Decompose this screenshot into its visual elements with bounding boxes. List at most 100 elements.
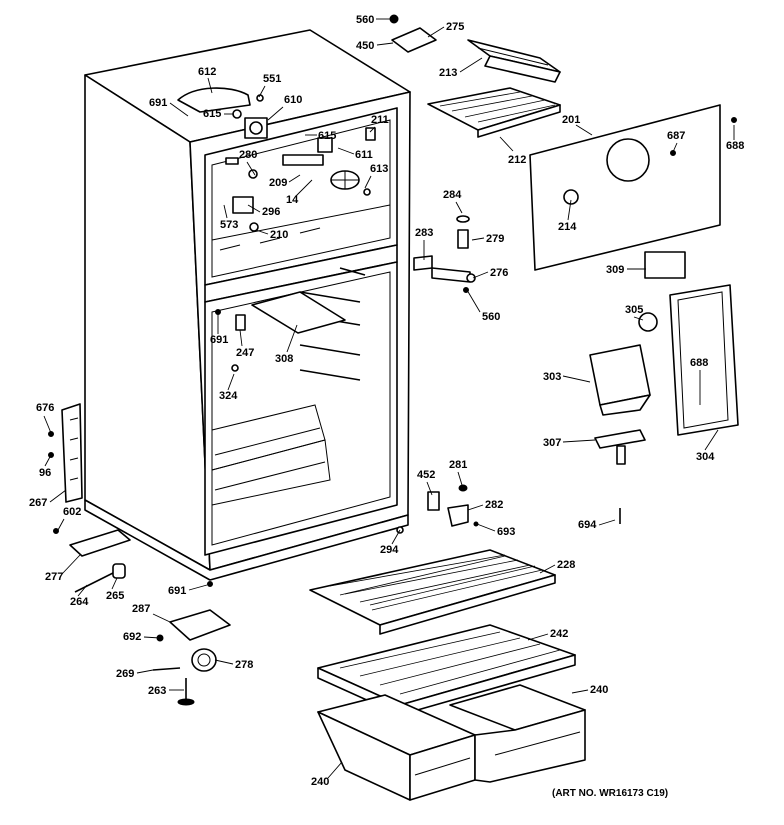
part-label-p279: 279: [486, 233, 504, 245]
part-label-p452: 452: [417, 469, 435, 481]
part-label-p309: 309: [606, 264, 624, 276]
leader-p294: [391, 529, 401, 545]
leader-p264: [77, 584, 88, 597]
part-label-p691b: 691: [210, 334, 228, 346]
leader-p265: [111, 577, 118, 590]
part-label-p278: 278: [235, 659, 253, 671]
leader-p242: [527, 633, 549, 641]
leader-p14: [295, 179, 313, 197]
leader-p613: [364, 175, 372, 189]
part-label-p213: 213: [439, 67, 457, 79]
part-label-p688b: 688: [690, 357, 708, 369]
crisper-cover: [317, 624, 576, 716]
part-label-p276: 276: [490, 267, 508, 279]
part-label-p694: 694: [578, 519, 597, 531]
dispenser-parts: [589, 284, 739, 524]
part-label-p687: 687: [667, 130, 685, 142]
part-label-p688a: 688: [726, 140, 744, 152]
right-hardware: [396, 484, 479, 534]
leader-p676: [43, 415, 52, 434]
leader-p693: [476, 523, 496, 532]
access-cover: [529, 104, 737, 279]
leader-p612: [207, 77, 213, 94]
part-label-p282: 282: [485, 499, 503, 511]
leader-p96: [44, 454, 52, 467]
part-label-p96: 96: [39, 467, 51, 479]
leader-p209: [288, 174, 301, 183]
part-label-p303: 303: [543, 371, 561, 383]
freezer-shelf: [427, 87, 561, 138]
part-label-p284: 284: [443, 189, 462, 201]
leader-p296: [247, 204, 261, 213]
leader-p308: [286, 324, 298, 353]
leader-p269: [136, 669, 154, 674]
leader-p276: [472, 271, 489, 279]
part-label-p560a: 560: [356, 14, 374, 26]
part-label-p304: 304: [696, 451, 715, 463]
leveling-parts: [152, 609, 231, 706]
leader-p573: [223, 204, 228, 219]
part-label-p573: 573: [220, 219, 238, 231]
leader-p267: [49, 489, 67, 503]
leader-p201: [575, 124, 593, 136]
leader-lines: [43, 18, 735, 779]
leader-p210: [255, 229, 269, 235]
leader-p551: [258, 85, 266, 98]
part-label-p615a: 615: [203, 108, 221, 120]
leader-p692: [143, 636, 161, 639]
part-label-p247: 247: [236, 347, 254, 359]
part-label-p277: 277: [45, 571, 63, 583]
leader-p277: [61, 554, 81, 575]
leader-p213: [459, 57, 483, 73]
part-label-p287: 287: [132, 603, 150, 615]
leader-p240b: [327, 761, 343, 779]
leader-p211: [369, 126, 376, 133]
part-label-p211: 211: [371, 114, 389, 126]
part-label-p212: 212: [508, 154, 526, 166]
leader-p694: [598, 519, 616, 526]
crisper-drawers: [317, 684, 586, 801]
leader-p240a: [571, 689, 589, 694]
leader-p287: [152, 613, 171, 623]
part-label-p228: 228: [557, 559, 575, 571]
fresh-food-small-parts: [215, 291, 346, 372]
leader-p228: [539, 564, 556, 574]
part-label-p267: 267: [29, 497, 47, 509]
leader-p691c: [188, 584, 208, 591]
leader-p611: [337, 147, 355, 155]
part-label-p610: 610: [284, 94, 302, 106]
leader-p610: [267, 106, 284, 121]
part-label-p240b: 240: [311, 776, 329, 788]
part-label-p307: 307: [543, 437, 561, 449]
ice-tray-assembly: [389, 14, 561, 83]
part-label-p209: 209: [269, 177, 287, 189]
leader-p280: [246, 161, 256, 176]
freezer-components: [177, 87, 376, 232]
part-label-p612: 612: [198, 66, 216, 78]
part-label-p560b: 560: [482, 311, 500, 323]
leader-p303: [562, 375, 591, 383]
part-label-p275: 275: [446, 21, 464, 33]
part-label-p264: 264: [70, 596, 89, 608]
part-label-p324: 324: [219, 390, 238, 402]
leader-p304: [704, 429, 719, 451]
leader-p279: [471, 237, 485, 241]
part-label-p693: 693: [497, 526, 515, 538]
part-label-p240a: 240: [590, 684, 608, 696]
part-label-p551: 551: [263, 73, 281, 85]
leader-p278: [214, 659, 234, 665]
part-label-p611: 611: [355, 149, 373, 161]
leader-p214: [567, 199, 572, 221]
part-label-p281: 281: [449, 459, 467, 471]
part-label-p691c: 691: [168, 585, 186, 597]
part-label-p613: 613: [370, 163, 388, 175]
part-label-p615b: 615: [318, 130, 336, 142]
part-label-p294: 294: [380, 544, 399, 556]
part-label-p242: 242: [550, 628, 568, 640]
leader-p212: [499, 136, 514, 152]
leader-p247: [239, 329, 243, 347]
leader-p284: [455, 201, 463, 214]
part-label-p210: 210: [270, 229, 288, 241]
